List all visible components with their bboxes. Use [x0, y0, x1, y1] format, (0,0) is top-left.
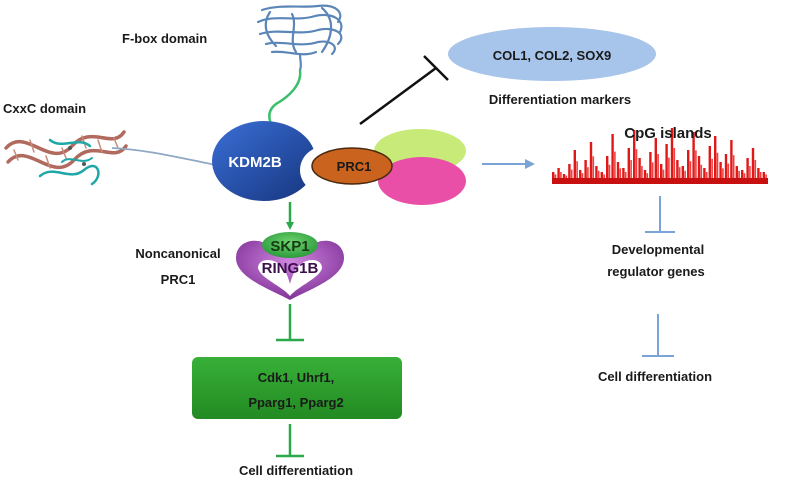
- fbox-connector: [268, 69, 302, 127]
- targets-inhibit-differentiation: [276, 424, 304, 458]
- cell-differentiation-bottom-label: Cell differentiation: [239, 463, 353, 478]
- markers-ellipse: [448, 27, 656, 81]
- noncanonical-prc1-label: PRC1: [161, 272, 196, 287]
- regulators-inhibit-differentiation: [642, 314, 674, 357]
- ring1b-protein: [236, 240, 344, 300]
- cxxc-connector: [111, 147, 217, 166]
- skp1-protein: [262, 232, 318, 258]
- noncanonical-label: Noncanonical: [135, 246, 220, 261]
- prc1-label: PRC1: [337, 159, 372, 174]
- differentiation-markers-label: Differentiation markers: [489, 92, 631, 107]
- fbox-structure-image: [256, 4, 343, 72]
- developmental-label: Developmental: [612, 242, 704, 257]
- skp1-label: SKP1: [270, 238, 309, 255]
- kdm2b-inhibits-markers: [359, 55, 449, 126]
- cxxc-domain-label: CxxC domain: [3, 101, 86, 116]
- markers-label: COL1, COL2, SOX9: [493, 48, 611, 63]
- cpg-island-peaks: [552, 128, 768, 184]
- prc1-complex: [300, 129, 466, 205]
- kdm2b-protein: [212, 121, 316, 201]
- target-genes-box: [192, 357, 402, 419]
- ring1b-label: RING1B: [262, 260, 319, 277]
- cpg-islands-label: CpG islands: [624, 125, 712, 142]
- prc1-inhibits-targets: [276, 304, 304, 342]
- target-genes-line2: Pparg1, Pparg2: [248, 395, 343, 410]
- cell-differentiation-right-label: Cell differentiation: [598, 369, 712, 384]
- cpg-inhibits-regulators: [645, 196, 675, 233]
- fbox-domain-label: F-box domain: [122, 31, 207, 46]
- regulator-genes-label: regulator genes: [607, 264, 705, 279]
- cxxc-dna-structure-image: [4, 130, 128, 186]
- kdm2b-label: KDM2B: [228, 154, 282, 171]
- target-genes-line1: Cdk1, Uhrf1,: [258, 370, 335, 385]
